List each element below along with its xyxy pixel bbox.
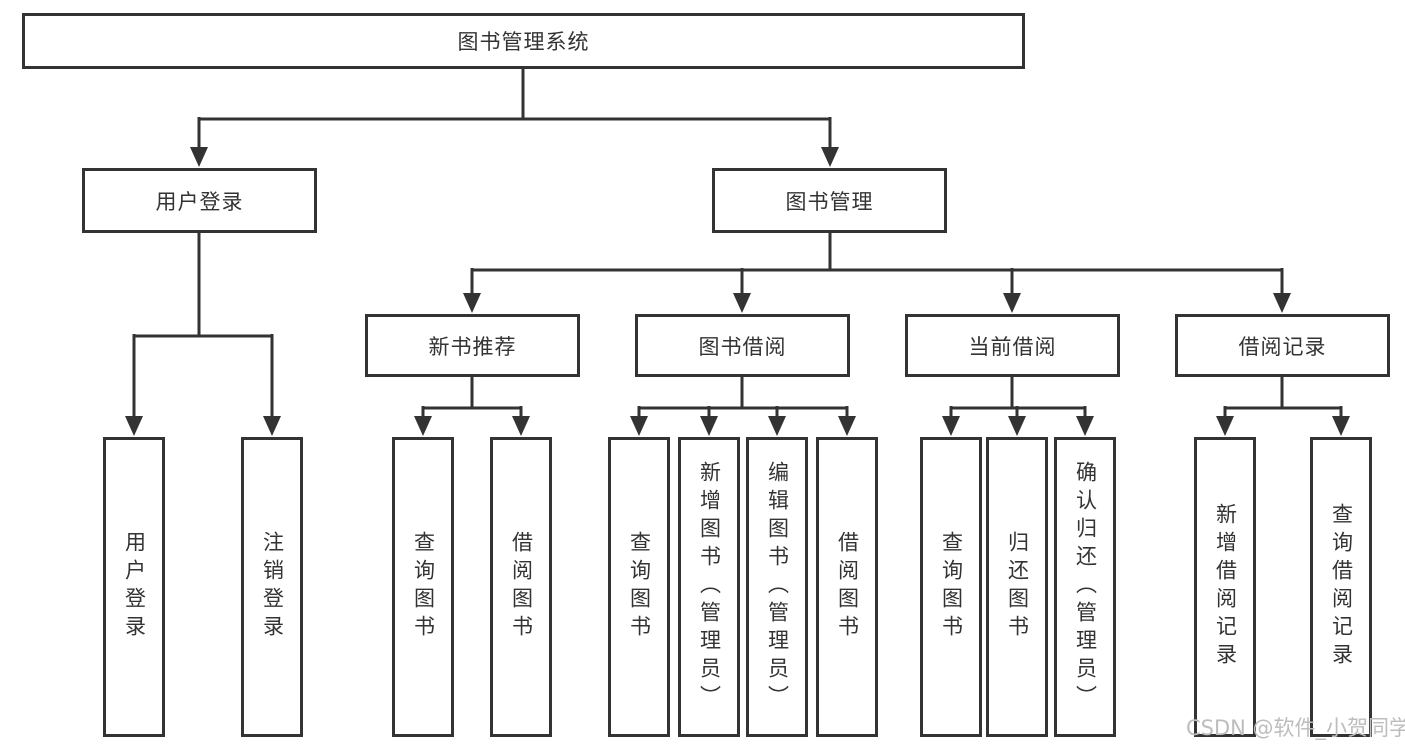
leaf-edit-book-admin: 编辑图书（管理员） [746, 437, 808, 737]
node-label: 借阅记录 [1238, 334, 1327, 359]
leaf-label: 查询图书 [411, 531, 436, 643]
leaf-label: 新增图书（管理员） [697, 461, 722, 713]
leaf-label: 查询借阅记录 [1329, 503, 1354, 671]
leaf-label: 查询图书 [627, 531, 652, 643]
node-library-system: 图书管理系统 [22, 13, 1025, 69]
leaf-borrowing-query-book: 查询图书 [608, 437, 670, 737]
leaf-recommend-query-book: 查询图书 [392, 437, 454, 737]
leaf-recommend-borrow-book: 借阅图书 [490, 437, 552, 737]
leaf-label: 确认归还（管理员） [1073, 461, 1098, 713]
leaf-label: 借阅图书 [509, 531, 534, 643]
leaf-label: 查询图书 [939, 531, 964, 643]
leaf-user-login: 用户登录 [103, 437, 165, 737]
leaf-logout: 注销登录 [241, 437, 303, 737]
leaf-label: 编辑图书（管理员） [765, 461, 790, 713]
node-label: 当前借阅 [968, 334, 1057, 359]
node-current-borrowing: 当前借阅 [905, 314, 1120, 377]
csdn-watermark: CSDN @软件_小贺同学 [1186, 716, 1405, 740]
leaf-return-book: 归还图书 [986, 437, 1048, 737]
node-label: 图书管理 [785, 189, 874, 214]
node-label: 用户登录 [155, 189, 244, 214]
node-borrowing-records: 借阅记录 [1175, 314, 1390, 377]
leaf-label: 用户登录 [122, 531, 147, 643]
node-label: 图书管理系统 [457, 30, 590, 54]
leaf-add-borrow-record: 新增借阅记录 [1194, 437, 1256, 737]
leaf-label: 注销登录 [260, 531, 285, 643]
node-label: 新书推荐 [428, 334, 517, 359]
leaf-borrowing-borrow-book: 借阅图书 [816, 437, 878, 737]
leaf-label: 归还图书 [1005, 531, 1030, 643]
node-book-management: 图书管理 [712, 168, 947, 233]
node-user-login: 用户登录 [82, 168, 317, 233]
node-new-book-recommend: 新书推荐 [365, 314, 580, 377]
leaf-current-query-book: 查询图书 [920, 437, 982, 737]
leaf-add-book-admin: 新增图书（管理员） [678, 437, 740, 737]
leaf-query-borrow-record: 查询借阅记录 [1310, 437, 1372, 737]
leaf-label: 借阅图书 [835, 531, 860, 643]
node-book-borrowing: 图书借阅 [635, 314, 850, 377]
leaf-confirm-return-admin: 确认归还（管理员） [1054, 437, 1116, 737]
node-label: 图书借阅 [698, 334, 787, 359]
leaf-label: 新增借阅记录 [1213, 503, 1238, 671]
